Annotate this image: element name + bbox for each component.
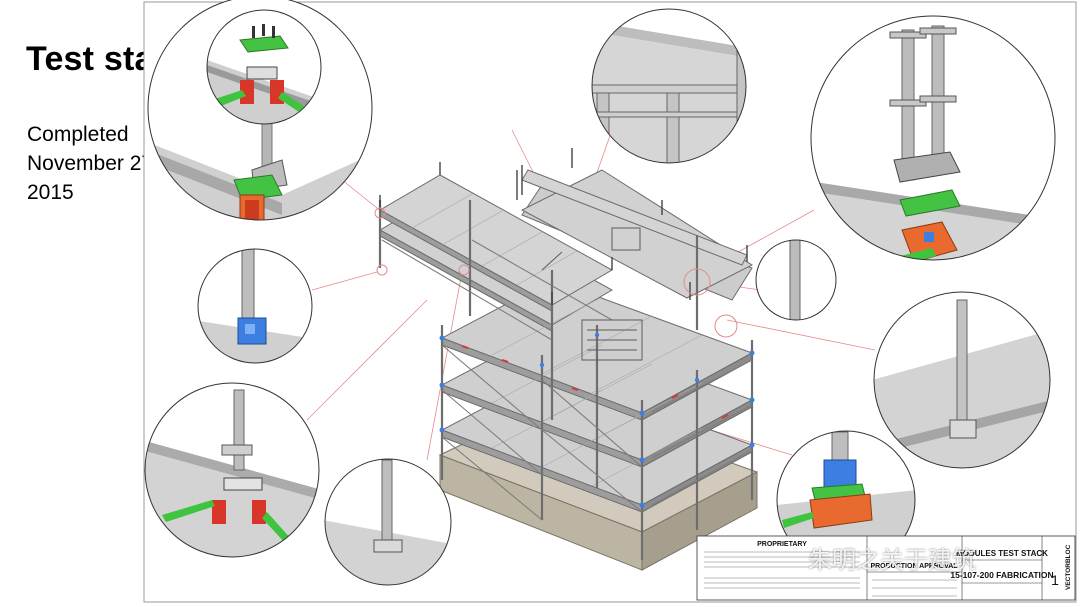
detail-railing	[591, 8, 747, 164]
connector-markers	[439, 332, 755, 508]
drawing-number: 15-107-200 FABRICATION	[950, 570, 1053, 580]
completion-line-1: Completed	[27, 123, 129, 146]
drawing-title: MODULES TEST STACK	[956, 549, 1048, 558]
detail-bottom-column	[324, 458, 452, 586]
completion-note: Completed November 27 2015	[27, 120, 153, 207]
completion-line-3: 2015	[27, 181, 74, 204]
production-approval-label: PRODUCTION APPROVAL	[870, 563, 958, 570]
title-block: PROPRIETARY PRODUCTION APPROVAL MODULES …	[696, 535, 1076, 601]
test-stack-structure	[374, 148, 759, 571]
company-logo: VECTORBLOC	[1065, 544, 1072, 590]
detail-top-connector	[206, 9, 322, 125]
detail-post-on-slab	[873, 291, 1051, 469]
detail-double-column	[810, 15, 1056, 261]
engineering-drawing: PROPRIETARY PRODUCTION APPROVAL MODULES …	[143, 0, 1077, 603]
detail-blue-bracket	[197, 248, 313, 364]
watermark: 朱明之关于建筑	[808, 546, 976, 574]
detail-bottom-left-connector	[144, 382, 320, 558]
detail-small-post	[755, 239, 837, 321]
revision-number: 1	[1051, 572, 1059, 588]
proprietary-heading: PROPRIETARY	[757, 541, 807, 548]
completion-line-2: November 27	[27, 152, 154, 175]
